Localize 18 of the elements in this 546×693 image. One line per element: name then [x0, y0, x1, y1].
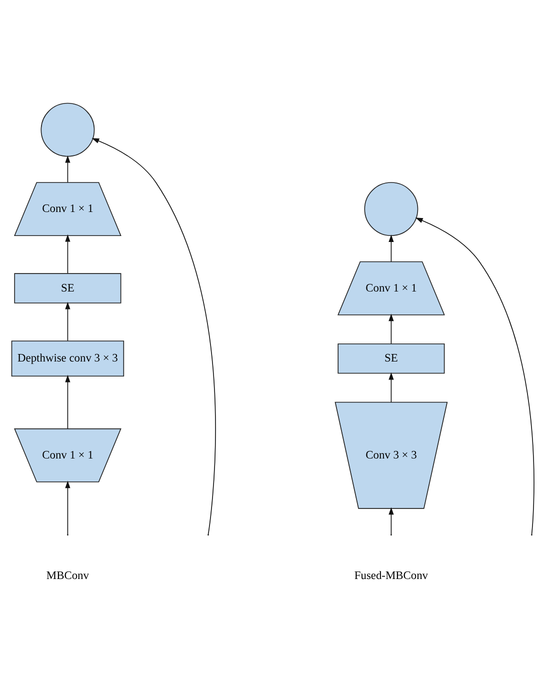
node-box: SE	[338, 342, 445, 374]
arrow	[65, 480, 70, 534]
node-box: Depthwise conv 3 × 3	[11, 340, 124, 376]
arrow	[65, 154, 70, 182]
node-circle	[40, 102, 95, 156]
arrow	[388, 234, 394, 262]
label: MBConv	[46, 570, 89, 582]
arrow	[388, 506, 394, 534]
arrow	[65, 301, 70, 341]
node-circle	[364, 182, 418, 236]
arrow	[92, 138, 216, 534]
arrow	[388, 372, 394, 402]
arrow	[65, 234, 70, 274]
arrow	[388, 313, 394, 344]
label: Fused-MBConv	[354, 570, 428, 582]
arrow	[65, 374, 70, 429]
arrow	[415, 217, 534, 534]
node-box: SE	[14, 272, 122, 303]
